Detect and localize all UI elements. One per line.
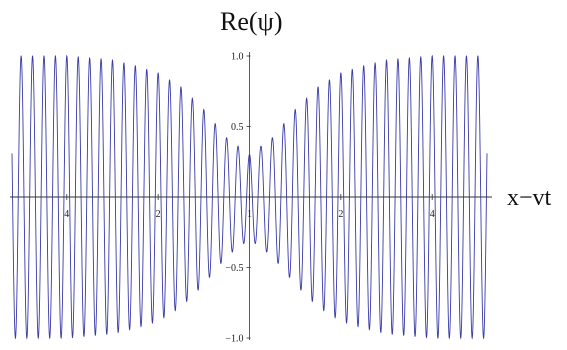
y-tick-label-3: −1.0 — [225, 334, 243, 345]
y-axis-label: Re(ψ) — [220, 7, 282, 36]
y-ticks: 1.0 0.5 −0.5 −1.0 — [225, 52, 251, 345]
y-tick-label-1: 0.5 — [231, 122, 244, 133]
x-tick-label-3: 2 — [338, 209, 343, 220]
x-tick-label-2: 1 — [247, 209, 252, 220]
x-tick-label-4: 4 — [430, 209, 435, 220]
x-tick-label-1: 2 — [156, 209, 161, 220]
x-tick-label-0: 4 — [64, 209, 69, 220]
y-tick-label-0: 1.0 — [231, 52, 244, 63]
x-axis-label: x−vt — [507, 185, 552, 211]
x-ticks: 4 2 1 2 4 — [64, 194, 435, 220]
y-tick-label-2: −0.5 — [225, 263, 243, 274]
